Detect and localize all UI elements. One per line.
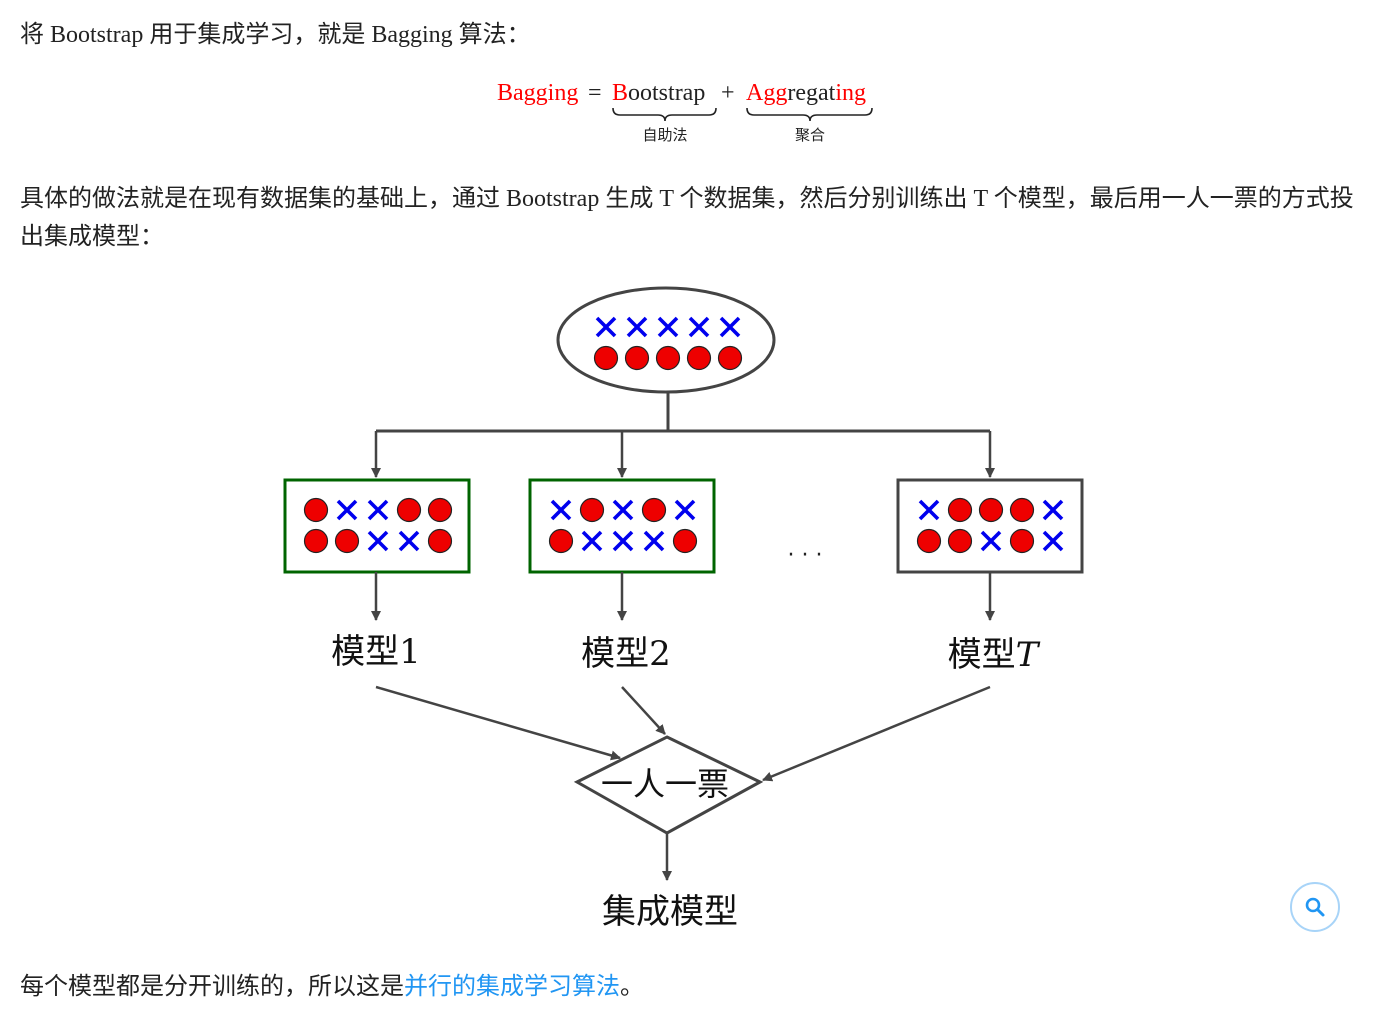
- dot-mark: [1009, 528, 1035, 554]
- cross-mark: [367, 530, 389, 552]
- underbrace-aggregating: [746, 107, 873, 122]
- closing-text: 每个模型都是分开训练的，所以这是并行的集成学习算法。: [20, 968, 644, 1006]
- cross-mark: [626, 316, 648, 338]
- dot-mark: [978, 497, 1004, 523]
- parallel-ensemble-link[interactable]: 并行的集成学习算法: [404, 974, 620, 1000]
- cross-mark: [595, 316, 617, 338]
- formula-ing: ing: [835, 80, 866, 106]
- dot-mark: [334, 528, 360, 554]
- underbrace-bootstrap: [612, 107, 717, 122]
- sample-box-1: [283, 478, 471, 574]
- cross-mark: [612, 530, 634, 552]
- cross-mark: [550, 499, 572, 521]
- formula-bootstrap-b: B: [612, 80, 628, 106]
- cross-mark: [657, 316, 679, 338]
- cross-mark: [980, 530, 1002, 552]
- dot-mark: [1009, 497, 1035, 523]
- dot-mark: [303, 528, 329, 554]
- model-label-2: 模型2: [581, 634, 671, 674]
- dot-mark: [427, 528, 453, 554]
- cross-mark: [581, 530, 603, 552]
- dot-mark: [717, 345, 743, 371]
- dot-mark: [641, 497, 667, 523]
- dot-mark: [947, 528, 973, 554]
- result-label: 集成模型: [602, 892, 738, 932]
- sample-box-t: [896, 478, 1084, 574]
- bagging-formula: Bagging = Bootstrap + Aggregating 自助法 聚合: [497, 80, 873, 144]
- dot-mark: [655, 345, 681, 371]
- dot-mark: [947, 497, 973, 523]
- formula-agg: Agg: [746, 80, 787, 106]
- dot-mark: [303, 497, 329, 523]
- description-text: 具体的做法就是在现有数据集的基础上，通过 Bootstrap 生成 T 个数据集…: [20, 186, 1354, 250]
- sample-2-marks: [548, 497, 698, 554]
- cross-mark: [1042, 530, 1064, 552]
- magnifier-icon: [1305, 897, 1325, 917]
- model-label-t: 模型T: [948, 635, 1041, 675]
- arrow-model-2-to-vote: [621, 686, 666, 735]
- dot-mark: [624, 345, 650, 371]
- cross-mark: [398, 530, 420, 552]
- source-dataset-marks: [593, 316, 743, 371]
- cross-mark: [367, 499, 389, 521]
- dot-mark: [548, 528, 574, 554]
- dot-mark: [593, 345, 619, 371]
- sample-t-marks: [916, 497, 1064, 554]
- arrow-model-t-to-vote: [762, 685, 991, 782]
- bagging-diagram: · · · 模型1 模型2 模型T 一人一票 集成模型: [283, 286, 1084, 932]
- formula-regat: regat: [787, 80, 835, 106]
- arrow-model-1-to-vote: [375, 685, 621, 761]
- formula-bootstrap-rest: ootstrap: [628, 80, 705, 106]
- dot-mark: [396, 497, 422, 523]
- sample-box-2: [528, 478, 716, 574]
- search-button[interactable]: [1290, 882, 1340, 932]
- formula-bootstrap: Bootstrap: [612, 80, 705, 106]
- source-dataset-ellipse: [556, 286, 776, 394]
- closing-suffix: 。: [620, 974, 644, 1000]
- brace-label-aggregating: 聚合: [795, 126, 825, 144]
- formula-aggregating: Aggregating: [746, 80, 866, 106]
- closing-prefix: 每个模型都是分开训练的，所以这是: [20, 974, 404, 1000]
- dot-mark: [672, 528, 698, 554]
- cross-mark: [719, 316, 741, 338]
- model-label-1: 模型1: [331, 632, 421, 672]
- cross-mark: [1042, 499, 1064, 521]
- formula-equals: =: [588, 80, 602, 106]
- ellipsis: · · ·: [788, 543, 823, 568]
- cross-mark: [918, 499, 940, 521]
- cross-mark: [674, 499, 696, 521]
- dot-mark: [427, 497, 453, 523]
- formula-plus: +: [721, 80, 735, 106]
- formula-bagging: Bagging: [497, 80, 578, 106]
- cross-mark: [688, 316, 710, 338]
- sample-1-marks: [303, 497, 453, 554]
- vote-label: 一人一票: [601, 765, 729, 803]
- dot-mark: [579, 497, 605, 523]
- intro-text: 将 Bootstrap 用于集成学习，就是 Bagging 算法：: [20, 22, 531, 48]
- cross-mark: [336, 499, 358, 521]
- cross-mark: [643, 530, 665, 552]
- brace-label-bootstrap: 自助法: [642, 126, 687, 144]
- dot-mark: [686, 345, 712, 371]
- dot-mark: [916, 528, 942, 554]
- cross-mark: [612, 499, 634, 521]
